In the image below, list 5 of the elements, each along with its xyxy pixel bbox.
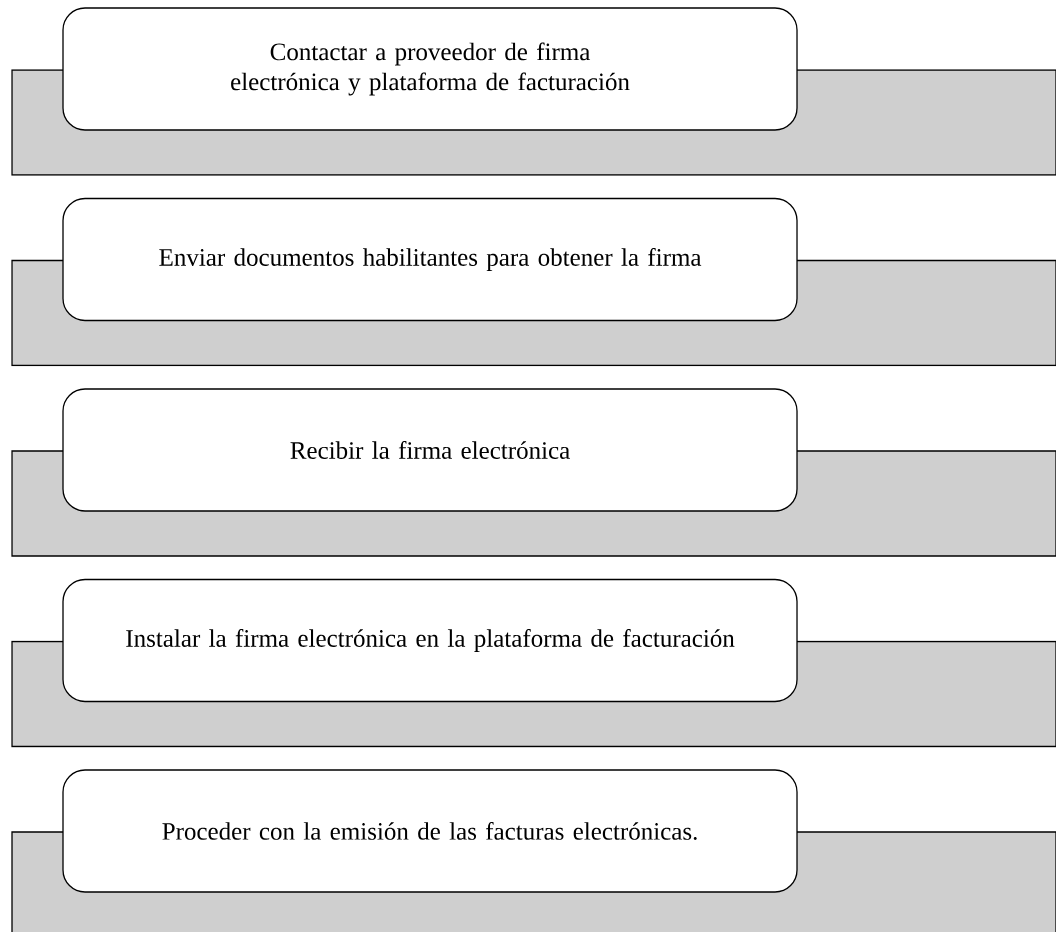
step-box: Proceder con la emisión de las facturas electrónicas.	[62, 769, 798, 893]
step-box: Contactar a proveedor de firma electrónica y plataforma de facturación	[62, 7, 798, 131]
step-box: Recibir la firma electrónica	[62, 388, 798, 512]
step-box: Enviar documentos habilitantes para obtener la firma	[62, 197, 798, 322]
step-box: Instalar la firma electrónica en la plataforma de facturación	[62, 578, 798, 703]
